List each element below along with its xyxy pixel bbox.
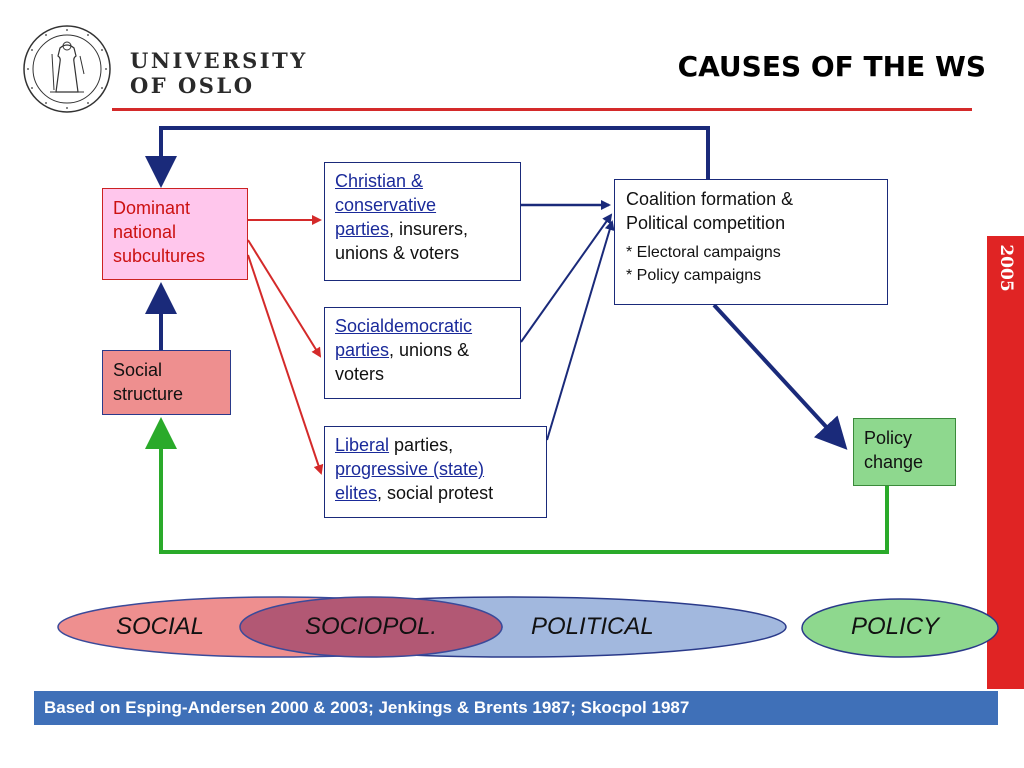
university-name: UNIVERSITY OF OSLO bbox=[130, 48, 308, 98]
socdem-rest: , unions & bbox=[389, 340, 470, 360]
socialdemocratic-parties-box: Socialdemocratic parties, unions & voter… bbox=[324, 307, 521, 399]
dominant-line2: national bbox=[113, 222, 177, 242]
policy-change-line2: change bbox=[864, 452, 924, 472]
phase-label-sociopol: SOCIOPOL. bbox=[305, 613, 438, 640]
liberal-rest3: , social protest bbox=[377, 483, 494, 503]
year-sidebar bbox=[987, 236, 1024, 689]
christian-parties-box: Christian & conservative parties, insure… bbox=[324, 162, 521, 281]
dominant-line3: subcultures bbox=[113, 246, 206, 266]
arrow-liberal-to-coalition bbox=[546, 220, 615, 441]
ellipse-sociopol bbox=[239, 596, 503, 658]
feedback-arrow-bottom bbox=[145, 417, 889, 554]
policy-change-line1: Policy bbox=[864, 428, 913, 448]
coalition-line1: Coalition formation & bbox=[626, 189, 794, 209]
reference-footer: Based on Esping-Andersen 2000 & 2003; Je… bbox=[34, 691, 998, 725]
christian-link[interactable]: Christian & bbox=[335, 171, 424, 191]
social-structure-box: Social structure bbox=[102, 350, 231, 415]
ellipse-policy bbox=[801, 598, 999, 658]
liberal-rest1: parties, bbox=[389, 435, 454, 455]
socdem-parties-link[interactable]: parties bbox=[335, 340, 390, 360]
coalition-bullet2: * Policy campaigns bbox=[626, 267, 762, 284]
coalition-line2: Political competition bbox=[626, 213, 786, 233]
social-structure-line2: structure bbox=[113, 384, 184, 404]
progressive-link[interactable]: progressive (state) bbox=[335, 459, 485, 479]
page-title: CAUSES OF THE WS bbox=[677, 50, 986, 83]
university-name-line1: UNIVERSITY bbox=[130, 48, 308, 73]
parties-link[interactable]: parties bbox=[335, 219, 390, 239]
coalition-bullet1: * Electoral campaigns bbox=[626, 244, 781, 261]
phase-label-policy: POLICY bbox=[851, 613, 940, 640]
feedback-arrow-top bbox=[145, 126, 710, 188]
arrow-socdem-to-coalition bbox=[520, 213, 613, 343]
university-seal-icon bbox=[22, 24, 112, 114]
liberal-parties-box: Liberal parties, progressive (state) eli… bbox=[324, 426, 547, 518]
socdem-line3: voters bbox=[335, 364, 385, 384]
university-name-line2: OF OSLO bbox=[130, 73, 255, 98]
phase-label-social: SOCIAL bbox=[116, 613, 205, 640]
christian-rest: , insurers, bbox=[389, 219, 469, 239]
policy-change-box: Policy change bbox=[853, 418, 956, 486]
elites-link[interactable]: elites bbox=[335, 483, 378, 503]
christian-line4: unions & voters bbox=[335, 243, 460, 263]
socialdemocratic-link[interactable]: Socialdemocratic bbox=[335, 316, 473, 336]
arrow-coalition-to-policy bbox=[712, 303, 848, 450]
liberal-link[interactable]: Liberal bbox=[335, 435, 390, 455]
arrow-dominant-to-liberal bbox=[247, 254, 324, 475]
conservative-link[interactable]: conservative bbox=[335, 195, 437, 215]
phase-label-political: POLITICAL bbox=[531, 613, 654, 640]
dominant-subcultures-box: Dominant national subcultures bbox=[102, 188, 248, 280]
header-divider bbox=[112, 108, 972, 111]
social-structure-line1: Social bbox=[113, 360, 163, 380]
arrow-dominant-to-socdem bbox=[247, 239, 322, 358]
dominant-line1: Dominant bbox=[113, 198, 191, 218]
coalition-formation-box: Coalition formation & Political competit… bbox=[614, 179, 888, 305]
